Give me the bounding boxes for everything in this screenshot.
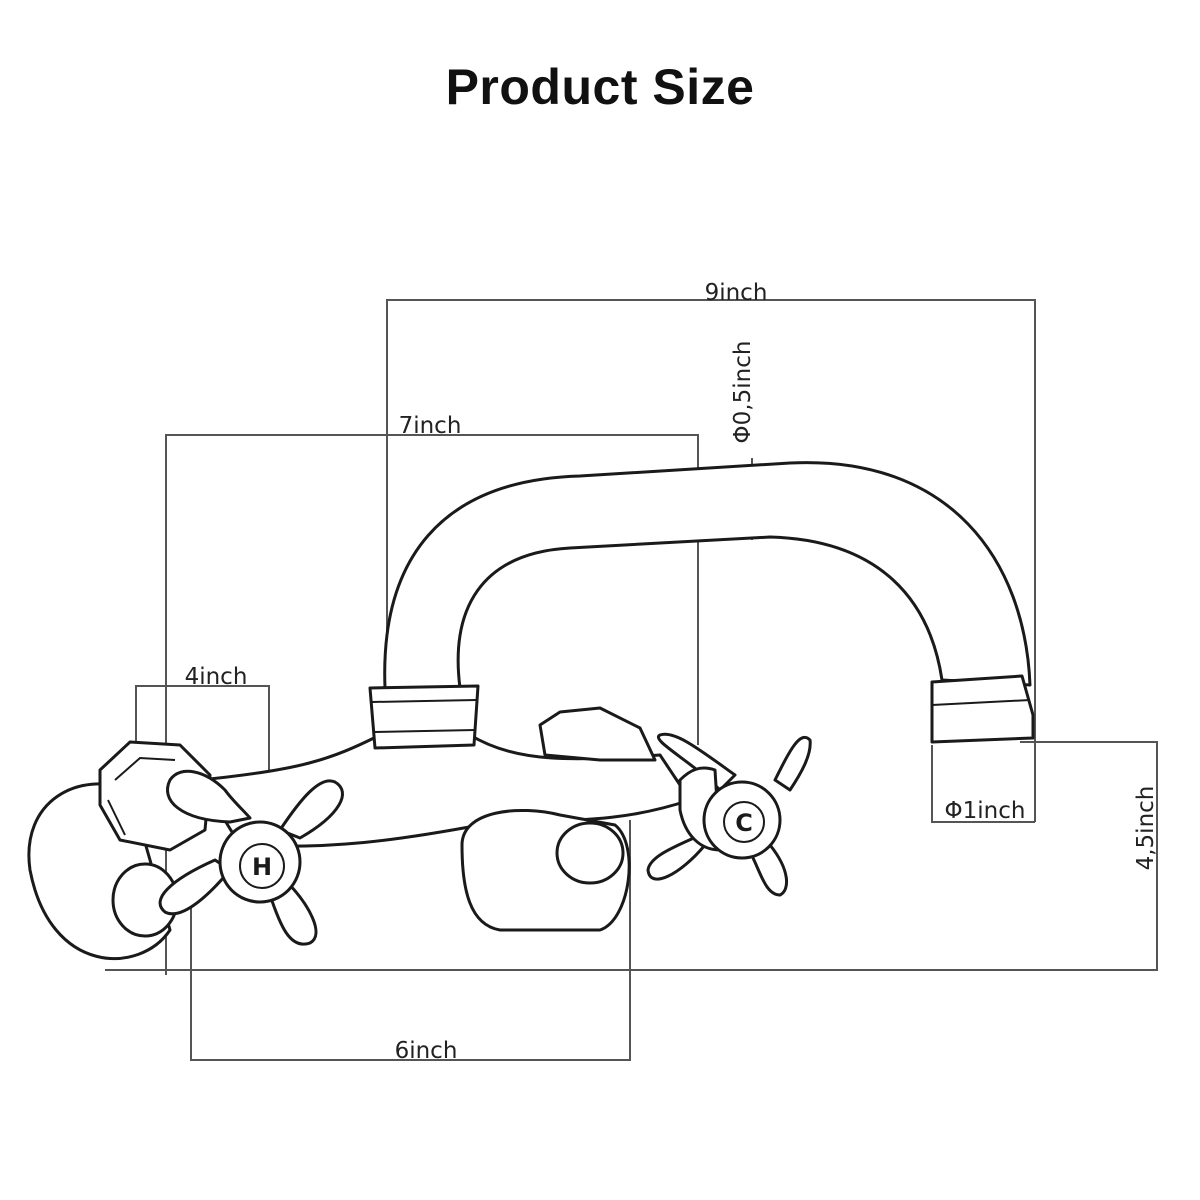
dim-line-height: [105, 741, 1158, 971]
hot-handle: H: [158, 769, 344, 946]
spout-collar: [368, 684, 480, 750]
faucet-outline: H C: [27, 461, 1035, 960]
label-handle-width: 4inch: [185, 664, 248, 690]
dim-line-spout-reach: [386, 299, 1036, 822]
cold-handle: C: [646, 732, 812, 897]
label-spout-diameter: Φ0,5inch: [730, 341, 756, 444]
label-height: 4,5inch: [1133, 786, 1159, 871]
cold-handle-cap: [702, 780, 782, 860]
label-outlet-diameter: Φ1inch: [945, 798, 1026, 824]
spout-tube: [383, 461, 1032, 690]
dimension-labels: 9inch 7inch 4inch 6inch Φ1inch Φ0,5inch …: [185, 280, 1159, 1064]
dim-line-overall-width: [165, 434, 699, 975]
label-overall-width: 7inch: [399, 413, 462, 439]
dim-line-outlet-diameter: [931, 745, 1035, 823]
hot-handle-cap: [218, 820, 302, 904]
label-center-spacing: 6inch: [395, 1038, 458, 1064]
spout-aerator: [930, 674, 1035, 744]
cold-label: C: [735, 809, 753, 837]
right-hex-nut: [538, 706, 657, 762]
label-spout-reach: 9inch: [705, 280, 768, 306]
hot-label: H: [252, 853, 272, 881]
page-title: Product Size: [445, 59, 755, 115]
right-inlet-nut: [555, 821, 625, 885]
